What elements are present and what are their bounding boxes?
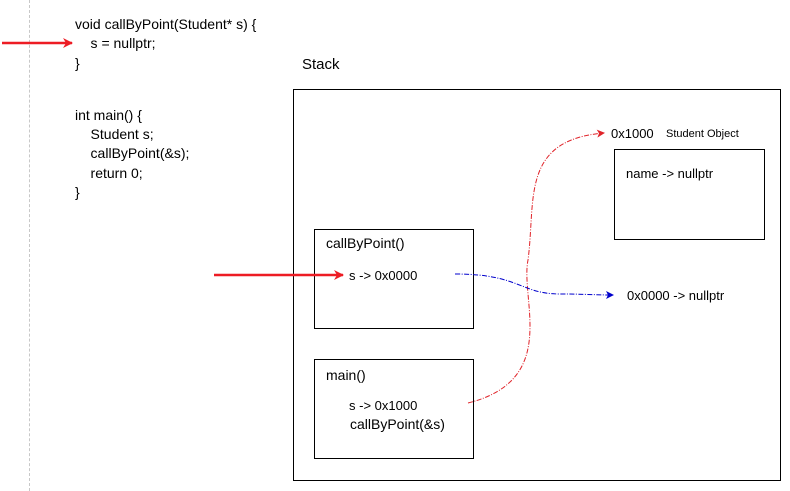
student-object-label: Student Object [666, 128, 739, 140]
student-name-field: name -> nullptr [626, 166, 714, 181]
main-s-value: s -> 0x1000 [349, 398, 418, 413]
code-line-3: } [75, 55, 80, 71]
code-line-8: callByPoint(&s); [75, 145, 190, 161]
code-line-1: void callByPoint(Student* s) { [75, 16, 257, 32]
callbypoint-s-pointer-curve [454, 273, 614, 299]
main-call-line: callByPoint(&s) [350, 416, 445, 432]
code-line-7: Student s; [75, 126, 154, 142]
main-frame: main() s -> 0x1000 callByPoint(&s) [314, 359, 474, 459]
code-line-9: return 0; [75, 165, 143, 181]
student-object-box: name -> nullptr [614, 149, 765, 240]
margin-guide-line [29, 0, 30, 491]
main-frame-title: main() [326, 367, 366, 383]
callbypoint-frame-title: callByPoint() [326, 235, 405, 251]
stack-title: Stack [302, 56, 340, 73]
callbypoint-s-value: s -> 0x0000 [349, 268, 418, 283]
null-target-label: 0x0000 -> nullptr [627, 288, 725, 303]
code-line-2: s = nullptr; [75, 35, 156, 51]
stack-box [293, 89, 781, 481]
main-s-pointer-curve [467, 129, 605, 404]
code-line-6: int main() { [75, 107, 142, 123]
heap-address-label: 0x1000 [611, 126, 654, 141]
code-line-10: } [75, 184, 80, 200]
